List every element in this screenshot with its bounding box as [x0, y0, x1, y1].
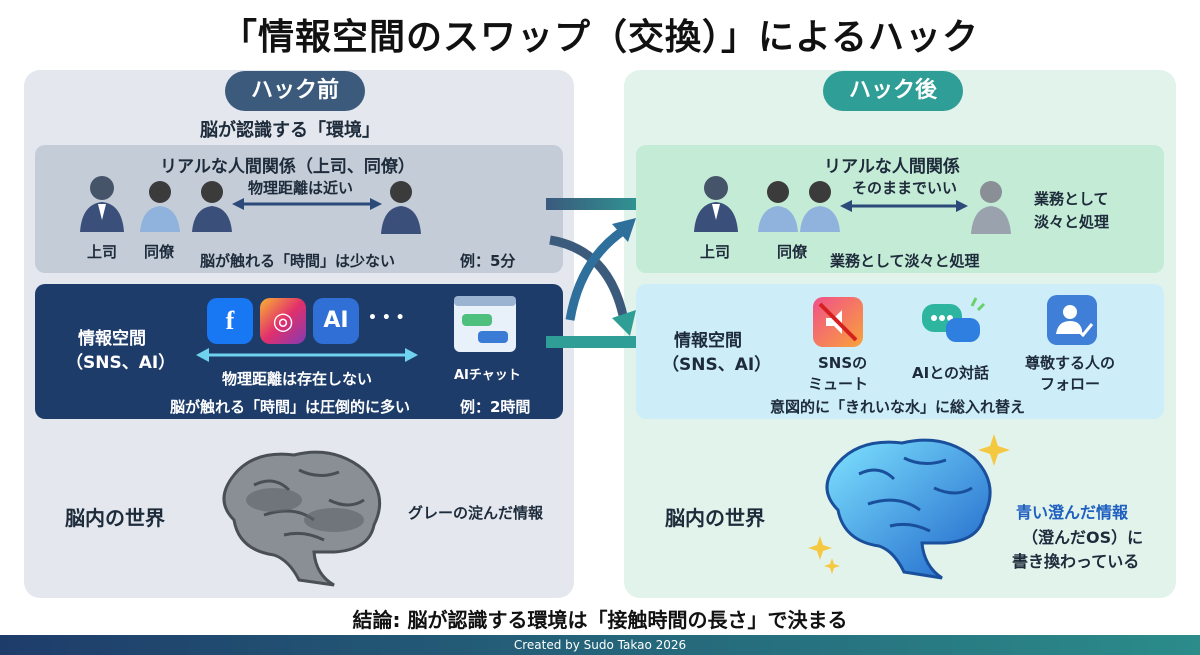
blue-brain-icon — [808, 434, 1010, 580]
after-side-label-1: 業務として — [1034, 190, 1109, 208]
after-colleague-label: 同僚 — [777, 243, 808, 261]
sns-mute-icon — [813, 297, 863, 347]
after-real-title: リアルな人間関係 — [824, 157, 960, 177]
before-distance-label: 物理距離は近い — [248, 179, 354, 197]
before-info-label: 情報空間 — [78, 329, 146, 349]
after-side-label-2: 淡々と処理 — [1034, 213, 1110, 231]
after-boss-label: 上司 — [700, 243, 731, 261]
before-people-group — [80, 176, 232, 232]
after-brain-label: 脳内の世界 — [665, 506, 765, 530]
ai-dialogue-label: AIとの対話 — [912, 364, 990, 382]
before-pill: ハック前 — [225, 71, 365, 111]
facebook-icon: f — [207, 298, 253, 344]
colleague-person-icon-1 — [140, 181, 180, 232]
credit-footer: Created by Sudo Takao 2026 — [0, 635, 1200, 655]
after-caption-1: 青い澄んだ情報 — [1016, 503, 1129, 522]
before-info-sublabel: （SNS、AI） — [66, 353, 176, 373]
boss-person-icon — [80, 176, 124, 232]
instagram-icon: ◎ — [260, 298, 306, 344]
after-info-sublabel: （SNS、AI） — [662, 355, 772, 375]
gray-brain-icon — [222, 450, 382, 587]
before-real-title: リアルな人間関係（上司、同僚） — [160, 157, 415, 177]
before-brain-caption: グレーの淀んだ情報 — [408, 504, 544, 522]
more-apps-icon: • • • — [368, 310, 405, 326]
ai-chat-label: AIチャット — [454, 368, 521, 383]
after-as-is-label: そのままでいい — [852, 179, 958, 197]
before-colleague-right-icon — [381, 181, 421, 234]
before-info-time-label: 脳が触れる「時間」は圧倒的に多い — [170, 398, 411, 416]
before-distance-arrow — [232, 198, 382, 210]
after-info-label: 情報空間 — [674, 331, 742, 351]
before-real-box — [35, 145, 563, 273]
ai-app-icon: AI — [313, 298, 359, 344]
before-time-example: 例：5分 — [460, 252, 516, 270]
before-info-time-example: 例：2時間 — [460, 398, 531, 416]
after-distance-arrow — [840, 200, 968, 212]
after-caption-3: 書き換わっている — [1012, 552, 1140, 571]
ai-chat-window-icon — [454, 296, 516, 352]
ai-dialogue-icon — [922, 297, 986, 342]
after-pill: ハック後 — [823, 71, 963, 111]
after-colleague-person-icon-2 — [800, 181, 840, 232]
page-title: 「情報空間のスワップ（交換）」によるハック — [221, 17, 979, 58]
after-bottom-label: 業務として淡々と処理 — [830, 252, 980, 270]
after-replace-label: 意図的に「きれいな水」に総入れ替え — [770, 398, 1026, 416]
before-subtitle: 脳が認識する「環境」 — [200, 120, 380, 141]
before-info-distance-arrow — [196, 348, 418, 362]
before-time-label: 脳が触れる「時間」は少ない — [200, 252, 396, 270]
after-colleague-person-icon-1 — [758, 181, 798, 232]
sns-mute-label-2: ミュート — [808, 375, 869, 393]
after-people-group — [694, 176, 840, 232]
after-colleague-right-icon — [971, 181, 1011, 234]
after-caption-2: （澄んだOS）に — [1022, 528, 1144, 547]
before-brain-label: 脳内の世界 — [65, 506, 165, 530]
before-boss-label: 上司 — [87, 243, 118, 261]
follow-label-1: 尊敬する人の — [1025, 354, 1116, 372]
follow-label-2: フォロー — [1040, 375, 1101, 393]
swap-arrows — [546, 190, 656, 356]
follow-icon — [1047, 295, 1097, 345]
before-colleague-label: 同僚 — [144, 243, 175, 261]
sns-mute-label-1: SNSの — [818, 354, 868, 372]
before-info-distance-label: 物理距離は存在しない — [222, 370, 373, 388]
after-boss-person-icon — [694, 176, 738, 232]
conclusion-text: 結論: 脳が認識する環境は「接触時間の長さ」で決まる — [352, 608, 848, 632]
colleague-person-icon-2 — [192, 181, 232, 232]
